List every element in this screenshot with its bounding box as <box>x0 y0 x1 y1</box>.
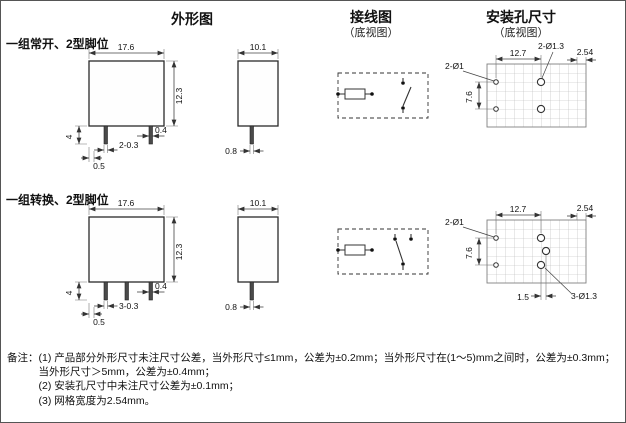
pin <box>148 125 153 145</box>
pin <box>249 281 254 301</box>
wiring-section-title: 接线图 <box>350 9 392 25</box>
dim-pin-thickness: 0.8 <box>225 302 237 312</box>
leader-line <box>462 70 495 82</box>
mounting-section-title: 安装孔尺寸 <box>486 9 556 25</box>
coil-holes-callout: 2-Ø1 <box>445 61 464 71</box>
dim-height: 12.3 <box>174 243 184 260</box>
row1-mounting-holes: 12.7 2.54 7.6 2-Ø1 2-Ø1.3 <box>445 41 596 128</box>
leader-line <box>544 267 573 295</box>
dim-pitch-x: 12.7 <box>510 204 527 214</box>
nc-terminal <box>393 237 397 241</box>
dim-pin-count-thickness: 3-0.3 <box>119 301 139 311</box>
contact-terminal <box>401 106 405 110</box>
pin <box>103 125 108 145</box>
outline-section-title: 外形图 <box>171 11 213 27</box>
dim-width: 17.6 <box>118 42 135 52</box>
coil-hole <box>493 262 499 268</box>
contact-hole <box>536 104 546 114</box>
dim-pin-count-thickness: 2-0.3 <box>119 140 139 150</box>
dim-pin-thickness: 0.8 <box>225 146 237 156</box>
mounting-grid <box>486 219 587 284</box>
row1-variant-label: 一组常开、2型脚位 <box>6 37 109 51</box>
coil-symbol <box>344 88 366 100</box>
contact-hole <box>536 233 546 243</box>
dim-contact-offset: 1.5 <box>517 292 529 302</box>
dim-pitch-x: 12.7 <box>510 48 527 58</box>
dim-pin-offset: 0.5 <box>93 161 105 171</box>
pin <box>249 125 254 145</box>
dim-depth: 10.1 <box>250 42 267 52</box>
dim-height: 12.3 <box>174 87 184 104</box>
pin <box>124 281 129 301</box>
coil-hole <box>493 106 499 112</box>
leader-line <box>462 226 495 238</box>
dim-pin-length: 4 <box>64 290 74 295</box>
dim-grid-pitch: 2.54 <box>577 47 594 57</box>
contact-hole <box>536 260 546 270</box>
row1-front-view: 17.6 12.3 4 2-0.3 0.4 0.5 <box>64 42 184 171</box>
row2-front-view: 17.6 12.3 4 3-0.3 0.4 0.5 <box>64 198 184 327</box>
row1-wiring-diagram-no <box>336 72 429 119</box>
relay-body-side <box>237 216 279 283</box>
no-contact-symbol <box>402 78 412 113</box>
contact-hole <box>536 77 546 87</box>
dim-width: 17.6 <box>118 198 135 208</box>
mounting-grid <box>486 63 587 128</box>
row2-wiring-diagram-co <box>336 228 429 275</box>
coil-hole <box>493 79 499 85</box>
coil-terminal <box>370 248 374 252</box>
relay-body-front <box>88 60 165 127</box>
contact-terminal <box>401 81 405 85</box>
dim-pin-thickness: 0.4 <box>155 281 167 291</box>
coil-terminal <box>336 92 340 96</box>
relay-body-front <box>88 216 165 283</box>
dim-pin-thickness: 0.4 <box>155 125 167 135</box>
coil-terminal <box>370 92 374 96</box>
common-terminal <box>401 262 405 266</box>
contact-holes-callout: 3-Ø1.3 <box>571 291 597 301</box>
dim-pin-offset: 0.5 <box>93 317 105 327</box>
coil-hole <box>493 235 499 241</box>
row2-side-view: 10.1 0.8 <box>225 198 279 312</box>
note-item-1: (1) 产品部分外形尺寸未注尺寸公差，当外形尺寸≤1mm，公差为±0.2mm；当… <box>38 352 616 379</box>
mounting-bottom-view-subtitle: （底视图） <box>493 27 549 39</box>
note-item-3: (3) 网格宽度为2.54mm。 <box>38 394 156 407</box>
note-item-2: (2) 安装孔尺寸中未注尺寸公差为±0.1mm； <box>38 380 240 393</box>
notes-block: 备注： (1) 产品部分外形尺寸未注尺寸公差，当外形尺寸≤1mm，公差为±0.2… <box>7 351 619 408</box>
dim-depth: 10.1 <box>250 198 267 208</box>
notes-items: (1) 产品部分外形尺寸未注尺寸公差，当外形尺寸≤1mm，公差为±0.2mm；当… <box>39 351 620 408</box>
contact-hole-offset <box>541 246 551 256</box>
relay-body-side <box>237 60 279 127</box>
dim-pitch-y: 7.6 <box>464 91 474 103</box>
dim-grid-pitch: 2.54 <box>577 203 594 213</box>
contact-holes-callout: 2-Ø1.3 <box>538 41 564 51</box>
pin <box>103 281 108 301</box>
leader-line <box>541 51 554 79</box>
dim-pin-length: 4 <box>64 134 74 139</box>
row2-variant-label: 一组转换、2型脚位 <box>6 193 109 207</box>
coil-terminal <box>336 248 340 252</box>
row2-mounting-holes: 12.7 2.54 7.6 2-Ø1 3-Ø1.3 1.5 <box>445 203 597 302</box>
co-contact-symbol <box>394 234 412 270</box>
coil-holes-callout: 2-Ø1 <box>445 217 464 227</box>
no-terminal <box>409 237 413 241</box>
wiring-bottom-view-subtitle: （底视图） <box>343 27 399 39</box>
pin <box>148 281 153 301</box>
dim-pitch-y: 7.6 <box>464 247 474 259</box>
notes-prefix: 备注： <box>7 352 39 364</box>
row1-side-view: 10.1 0.8 <box>225 42 279 156</box>
coil-symbol <box>344 244 366 256</box>
